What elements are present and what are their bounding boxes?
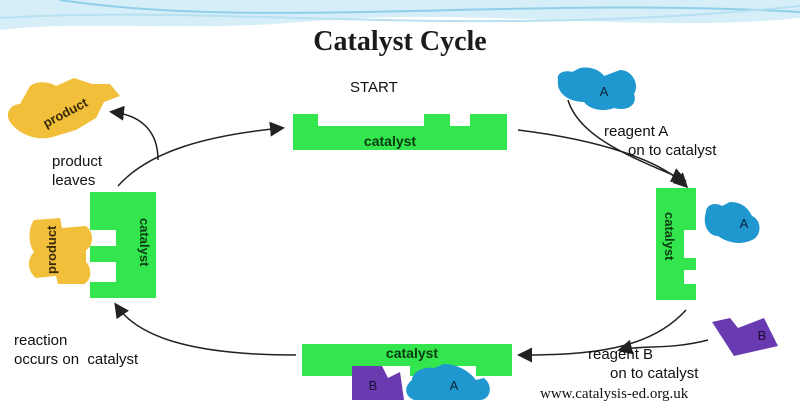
product-leaves-label: product — [52, 153, 103, 170]
catalyst-left-label: catalyst — [137, 218, 152, 267]
reagent-b-label-line2: on to catalyst — [610, 365, 699, 382]
reagent-a-docked-letter: A — [740, 216, 749, 231]
product-leaving: product — [7, 78, 121, 139]
reagent-b-label: reagent B — [588, 346, 654, 363]
arrow-product-out — [109, 105, 159, 161]
catalyst-right-label: catalyst — [662, 212, 677, 261]
reagent-a-incoming: A — [557, 67, 637, 110]
catalyst-top: catalyst — [293, 114, 507, 150]
catalyst-bottom-label: catalyst — [386, 345, 438, 361]
reaction-label-line2: occurs on catalyst — [14, 351, 139, 368]
arrow-to-left — [114, 302, 297, 356]
reagent-a-docked-right: A — [704, 202, 760, 243]
reagent-a-docked-bottom-letter: A — [450, 378, 459, 393]
reagent-a-label: reagent A — [604, 123, 669, 140]
product-attached-label: product — [44, 225, 59, 274]
cycle-arrows — [109, 99, 709, 363]
reagent-a-letter: A — [600, 84, 609, 99]
reagent-b-incoming: B — [712, 318, 778, 356]
product-attached: product — [29, 218, 92, 284]
arrow-reagent-a-in — [567, 99, 687, 182]
reagent-b-letter: B — [758, 328, 767, 343]
reagent-a-label-line2: on to catalyst — [628, 142, 717, 159]
reaction-label: reaction — [14, 332, 68, 349]
product-leaves-label-line2: leaves — [52, 172, 96, 189]
arrow-to-bottom — [517, 309, 687, 363]
footer-url: www.catalysis-ed.org.uk — [540, 386, 689, 402]
catalyst-top-label: catalyst — [364, 133, 416, 149]
reagent-b-docked: B — [352, 366, 404, 400]
catalyst-bottom: catalyst — [302, 344, 512, 376]
diagram-title: Catalyst Cycle — [313, 26, 487, 57]
header-wave — [0, 0, 800, 30]
catalyst-left: catalyst — [90, 192, 156, 298]
reagent-b-docked-letter: B — [369, 378, 378, 393]
arrow-to-top — [117, 121, 285, 187]
reagent-a-docked-bottom: A — [406, 364, 490, 400]
start-label: START — [350, 79, 398, 96]
catalyst-right: catalyst — [656, 188, 696, 300]
arrow-reagent-b-in — [617, 339, 709, 355]
